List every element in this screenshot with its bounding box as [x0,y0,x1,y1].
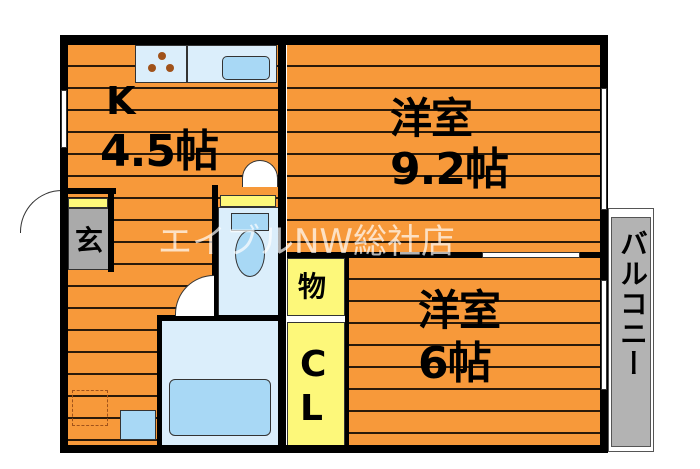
western-room-2-name: 洋室 [418,286,501,335]
balcony-label: バルコニー [616,229,649,379]
wall [108,188,114,272]
wall [157,315,162,450]
washbasin [120,410,156,440]
wall [580,252,600,258]
storage-label: 物 [298,270,326,303]
western-room-2-floor [347,258,600,446]
wall [60,445,608,453]
stove [135,45,187,83]
western-room-2-size: 6帖 [418,338,492,389]
balcony: バルコニー [608,208,654,452]
wall [157,315,282,321]
front-door[interactable] [20,190,63,233]
closet-label: CL [300,344,326,429]
western-room-1-floor [287,45,600,253]
wall [212,185,218,317]
washer-space [72,390,108,426]
wall [60,35,608,45]
closet: CL [287,322,345,446]
kitchen-name: K [106,79,135,123]
western-room-1-size: 9.2帖 [390,144,509,195]
wall [278,35,286,185]
wall [345,258,349,448]
wall [287,252,482,258]
window [601,88,607,210]
kitchen-size: 4.5帖 [100,126,219,177]
window [601,280,607,390]
bathroom [160,318,280,446]
entrance-label: 玄 [75,224,103,257]
window [61,90,67,148]
wall [600,35,608,453]
sink [187,45,277,83]
shoe-box [68,198,108,208]
toilet-door[interactable] [242,160,278,187]
wall [60,188,116,194]
toilet-shelf [220,195,276,207]
watermark: エイブルNW総社店 [158,222,456,262]
sliding-door[interactable] [482,252,580,258]
western-room-1-name: 洋室 [390,94,473,143]
storage: 物 [287,258,345,316]
wall [60,35,68,453]
entrance: 玄 [68,208,110,270]
wall [278,185,286,450]
